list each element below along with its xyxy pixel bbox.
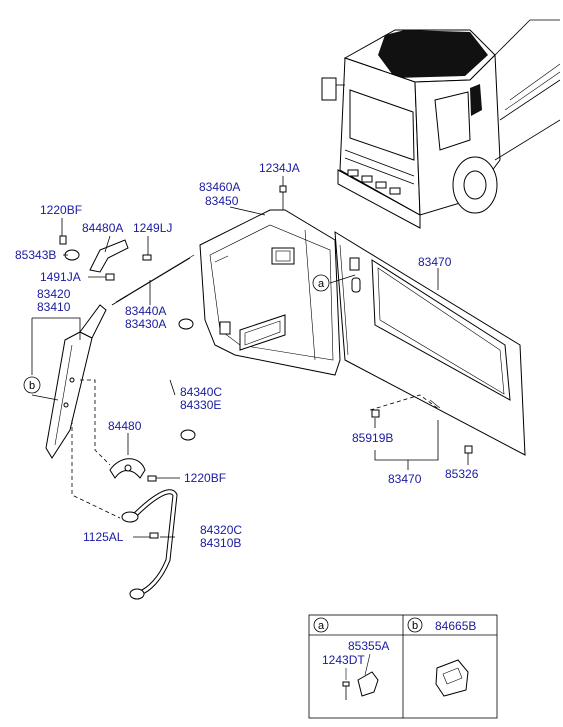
part-label-1234JA: 1234JA bbox=[259, 161, 300, 175]
callout-b: b bbox=[23, 376, 41, 394]
part-label-83440A: 83440A bbox=[125, 304, 166, 318]
part-label-83410: 83410 bbox=[37, 300, 71, 314]
grab-handle-upper bbox=[156, 318, 196, 443]
legend-a-part-1243DT: 1243DT bbox=[322, 653, 365, 667]
part-label-83420: 83420 bbox=[37, 287, 71, 301]
part-label-83470-bottom: 83470 bbox=[388, 472, 422, 486]
leader-lines bbox=[31, 176, 469, 538]
part-label-84320C: 84320C bbox=[200, 523, 242, 537]
part-label-83460A: 83460A bbox=[199, 180, 240, 194]
part-label-83450: 83450 bbox=[205, 194, 239, 208]
rear-trim-panel bbox=[199, 209, 341, 376]
part-label-1125AL: 1125AL bbox=[83, 530, 124, 544]
clip-1234JA bbox=[279, 185, 287, 210]
bracket-84480 bbox=[109, 458, 146, 479]
part-label-85919B: 85919B bbox=[352, 431, 393, 445]
part-label-1220BF-mid: 1220BF bbox=[184, 471, 226, 485]
legend-a-part-85355A: 85355A bbox=[348, 639, 389, 653]
grab-handle-lower bbox=[121, 489, 178, 600]
part-label-1220BF-top: 1220BF bbox=[40, 203, 82, 217]
truck-cab-illustration bbox=[321, 19, 561, 229]
legend-b-part-84665B: 84665B bbox=[435, 619, 476, 633]
part-label-84330E: 84330E bbox=[180, 398, 221, 412]
part-label-85326: 85326 bbox=[445, 467, 479, 481]
svg-text:b: b bbox=[29, 380, 35, 392]
svg-text:a: a bbox=[318, 278, 325, 290]
fastener-group-top bbox=[59, 235, 152, 281]
pillar-trim bbox=[45, 304, 107, 459]
part-label-1249LJ: 1249LJ bbox=[133, 221, 172, 235]
screws bbox=[147, 409, 473, 539]
part-label-84480A: 84480A bbox=[82, 221, 123, 235]
part-label-83430A: 83430A bbox=[125, 317, 166, 331]
legend-b-letter: b bbox=[412, 620, 418, 632]
part-label-1491JA: 1491JA bbox=[40, 270, 81, 284]
rod-83440A bbox=[111, 254, 195, 306]
legend-a-letter: a bbox=[318, 620, 325, 632]
part-label-85343B: 85343B bbox=[15, 248, 56, 262]
part-label-84480: 84480 bbox=[108, 419, 142, 433]
part-label-84340C: 84340C bbox=[180, 385, 222, 399]
part-label-83470-top: 83470 bbox=[418, 255, 452, 269]
legend-table: a b 84665B 85355A 1243DT bbox=[308, 614, 498, 719]
part-label-84310B: 84310B bbox=[200, 536, 241, 550]
callout-a: a bbox=[312, 274, 330, 292]
side-window-panel bbox=[334, 231, 526, 456]
dashed-lines bbox=[71, 379, 441, 519]
